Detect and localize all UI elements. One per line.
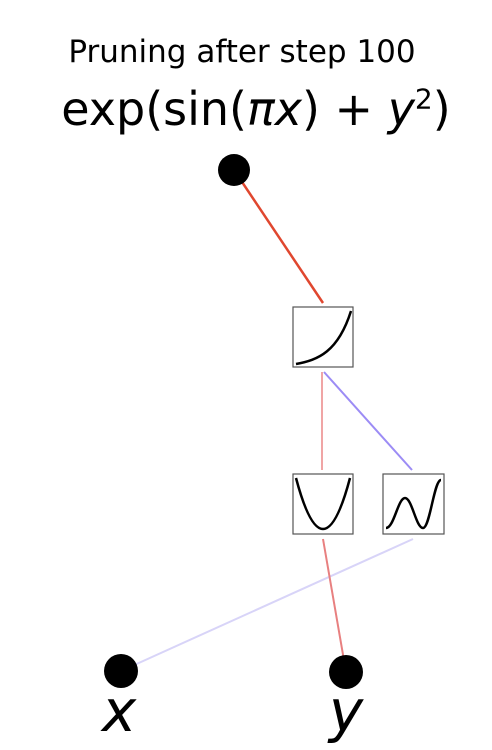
formula-func: exp(sin( xyxy=(61,82,248,136)
edge-x-to-sine xyxy=(120,538,414,672)
input-node-x xyxy=(104,654,138,688)
input-label-x: x xyxy=(100,677,137,745)
formula-pi: π xyxy=(247,82,275,136)
activation-box-cubic xyxy=(292,306,354,368)
formula-x: x xyxy=(274,82,302,136)
activation-box-sine xyxy=(382,473,445,535)
input-node-y xyxy=(329,655,363,689)
edge-output-to-cubic xyxy=(232,169,325,304)
plot-title: Pruning after step 100 xyxy=(68,34,416,70)
cubic-curve xyxy=(295,310,353,366)
output-node xyxy=(218,154,250,186)
parabola-curve xyxy=(294,477,352,530)
formula-exponent: 2 xyxy=(414,82,433,116)
formula-plus: ) + xyxy=(301,82,388,136)
activation-box-parabola xyxy=(292,473,354,535)
formula-close: ) xyxy=(432,82,451,136)
formula-label: exp(sin(πx) + y2) xyxy=(0,82,492,136)
edge-cubic-to-sine xyxy=(323,371,413,471)
sine-curve xyxy=(385,478,443,530)
input-label-y: y xyxy=(327,677,364,745)
edge-y-to-parabola xyxy=(322,538,347,673)
formula-y: y xyxy=(387,82,415,136)
